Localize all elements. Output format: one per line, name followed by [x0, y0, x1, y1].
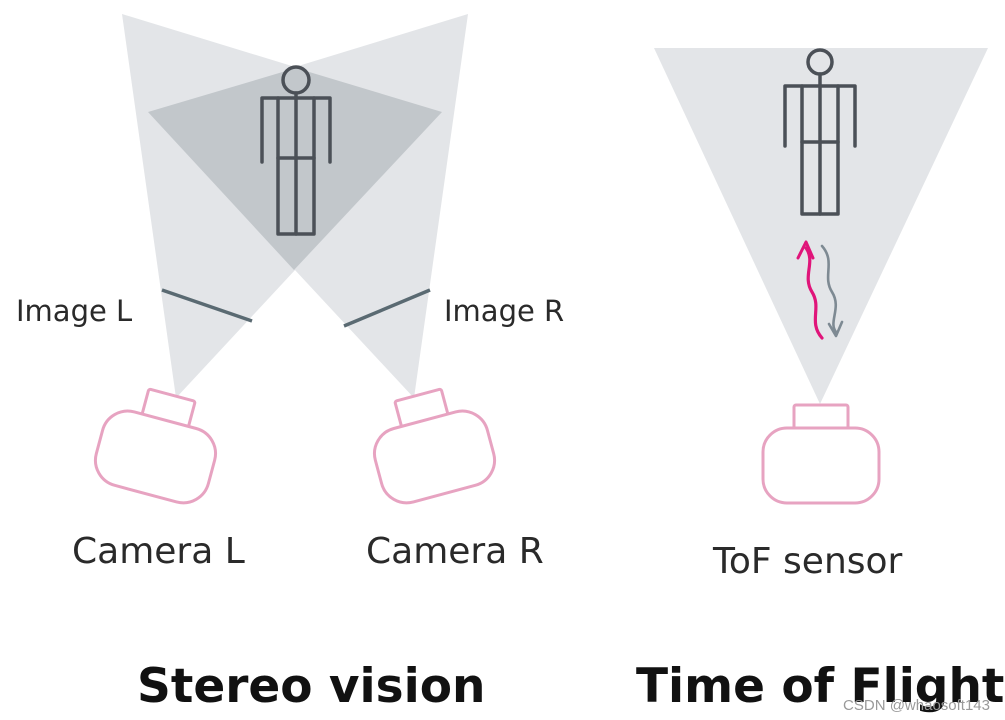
camera-right-icon: [373, 387, 497, 505]
tof-field-of-view: [654, 48, 988, 404]
image-left-label: Image L: [16, 294, 132, 328]
reflected-signal-arrowhead: [827, 320, 844, 338]
tof-sensor-label: ToF sensor: [712, 541, 903, 582]
person-figure-stereo: [260, 65, 332, 236]
image-right-label: Image R: [444, 294, 564, 328]
camera-left-icon: [93, 387, 217, 505]
stereo-vision-panel: Image L Image R Camera L Camera R Stereo…: [16, 14, 564, 714]
image-plane-right: [343, 288, 431, 328]
watermark-text: CSDN @whaosoft143: [843, 697, 990, 714]
camera-left-label: Camera L: [72, 531, 245, 572]
reflected-signal-wave: [820, 244, 838, 334]
person-figure-tof: [783, 48, 857, 216]
tof-title: Time of Flight: [636, 659, 1004, 714]
tof-sensor-icon: [761, 403, 881, 505]
stereo-vision-title: Stereo vision: [137, 659, 485, 714]
emitted-signal-wave: [804, 246, 824, 340]
image-plane-left: [161, 288, 253, 323]
camera-right-label: Camera R: [366, 531, 544, 572]
tof-panel: ToF sensor Time of Flight: [636, 48, 1004, 714]
emitted-signal-arrowhead: [796, 240, 815, 260]
